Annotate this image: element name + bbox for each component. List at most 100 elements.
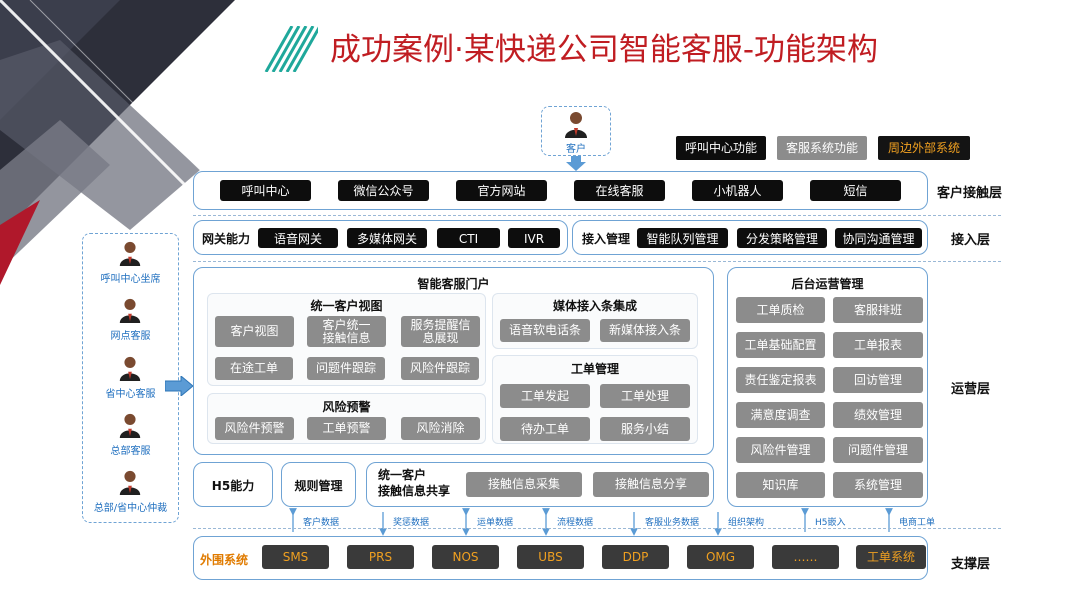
flow-label: 客服业务数据 [645, 518, 700, 528]
external-system: PRS [347, 545, 414, 569]
rules-box [281, 462, 356, 507]
down-arrow-icon [566, 156, 586, 171]
access-mgmt-box [572, 220, 928, 255]
agent-label: 总部/省中心仲裁 [93, 503, 168, 514]
risk-title: 风险预警 [322, 400, 371, 414]
separator [193, 215, 1001, 216]
rules-label: 规则管理 [294, 479, 343, 493]
agent-label: 省中心客服 [105, 389, 156, 400]
unified-view-item: 风险件跟踪 [401, 357, 479, 380]
layer-label-contact: 客户接触层 [937, 186, 1003, 201]
share-title: 统一客户 接触信息共享 [378, 468, 451, 498]
right-arrow-icon [165, 376, 193, 396]
ticket-item: 工单发起 [500, 384, 590, 408]
gateway-label: 网关能力 [202, 232, 251, 246]
risk-item: 风险消除 [401, 417, 480, 440]
external-system: SMS [262, 545, 329, 569]
backend-item: 满意度调查 [736, 402, 825, 428]
flow-label: 奖惩数据 [393, 518, 430, 528]
flow-label: 运单数据 [477, 518, 514, 528]
unified-view-item: 服务提醒信 息展现 [401, 316, 480, 347]
legend-external-system: 周边外部系统 [878, 136, 970, 160]
share-box [366, 462, 714, 507]
risk-item: 工单预警 [307, 417, 386, 440]
agent-avatar-icon [117, 355, 143, 381]
external-system: …… [772, 545, 839, 569]
access-mgmt-item: 协同沟通管理 [835, 228, 922, 248]
layer-label-ops: 运营层 [951, 382, 991, 397]
backend-item: 工单基础配置 [736, 332, 825, 358]
unified-view-item: 客户统一 接触信息 [307, 316, 386, 347]
agent-avatar-icon [117, 469, 143, 495]
access-mgmt-item: 智能队列管理 [637, 228, 728, 248]
agent-label: 呼叫中心坐席 [100, 274, 161, 285]
gateway-item: 多媒体网关 [347, 228, 427, 248]
backend-item: 客服排班 [833, 297, 923, 323]
media-item: 新媒体接入条 [600, 319, 690, 342]
legend-service-system: 客服系统功能 [777, 136, 867, 160]
customer-label: 客户 [566, 144, 586, 155]
portal-box [193, 267, 714, 455]
backend-box [727, 267, 928, 507]
separator [193, 528, 1001, 529]
page-title: 成功案例·某快递公司智能客服-功能架构 [330, 32, 879, 68]
external-box [193, 536, 928, 580]
backend-item: 问题件管理 [833, 437, 923, 463]
external-system: 工单系统 [856, 545, 926, 569]
contact-channel: 微信公众号 [338, 180, 429, 201]
agent-label: 总部客服 [110, 446, 151, 457]
agent-avatar-icon [117, 240, 143, 266]
agent-column-box [82, 233, 179, 523]
unified-view-item: 客户视图 [215, 316, 294, 347]
external-system: UBS [517, 545, 584, 569]
flow-label: 流程数据 [557, 518, 594, 528]
media-item: 语音软电话条 [500, 319, 590, 342]
unified-view-item: 问题件跟踪 [307, 357, 385, 380]
gateway-box [193, 220, 568, 255]
backend-item: 工单报表 [833, 332, 923, 358]
flow-label: 客户数据 [303, 518, 340, 528]
unified-view-item: 在途工单 [215, 357, 293, 380]
h5-label: H5能力 [211, 479, 255, 493]
contact-channel: 呼叫中心 [220, 180, 311, 201]
agent-avatar-icon [117, 412, 143, 438]
agent-label: 网点客服 [110, 331, 151, 342]
gateway-item: 语音网关 [258, 228, 338, 248]
agent-avatar-icon [117, 297, 143, 323]
flow-label: 组织架构 [728, 518, 765, 528]
contact-channel: 在线客服 [574, 180, 665, 201]
contact-channel: 短信 [810, 180, 901, 201]
share-item: 接触信息分享 [593, 472, 709, 497]
share-item: 接触信息采集 [466, 472, 582, 497]
ticket-item: 待办工单 [500, 417, 590, 441]
media-title: 媒体接入条集成 [552, 299, 637, 313]
ticket-item: 服务小结 [600, 417, 690, 441]
customer-icon [562, 110, 590, 138]
ticket-item: 工单处理 [600, 384, 690, 408]
backend-item: 系统管理 [833, 472, 923, 498]
legend-callcenter: 呼叫中心功能 [676, 136, 766, 160]
access-mgmt-item: 分发策略管理 [737, 228, 827, 248]
contact-channel: 官方网站 [456, 180, 547, 201]
backend-title: 后台运营管理 [791, 277, 864, 291]
backend-item: 责任鉴定报表 [736, 367, 825, 393]
backend-item: 工单质检 [736, 297, 825, 323]
contact-channel: 小机器人 [692, 180, 783, 201]
ticket-title: 工单管理 [570, 362, 619, 376]
unified-view-title: 统一客户视图 [310, 299, 383, 313]
external-system: DDP [602, 545, 669, 569]
customer-box [541, 106, 611, 156]
flow-label: H5嵌入 [815, 518, 846, 528]
risk-item: 风险件预警 [215, 417, 294, 440]
portal-title: 智能客服门户 [417, 277, 490, 291]
backend-item: 知识库 [736, 472, 825, 498]
external-system: OMG [687, 545, 754, 569]
contact-layer-box [193, 171, 928, 210]
backend-item: 回访管理 [833, 367, 923, 393]
h5-box [193, 462, 273, 507]
backend-item: 绩效管理 [833, 402, 923, 428]
flow-label: 电商工单 [899, 518, 936, 528]
backend-item: 风险件管理 [736, 437, 825, 463]
external-system: NOS [432, 545, 499, 569]
layer-label-access: 接入层 [951, 233, 991, 248]
